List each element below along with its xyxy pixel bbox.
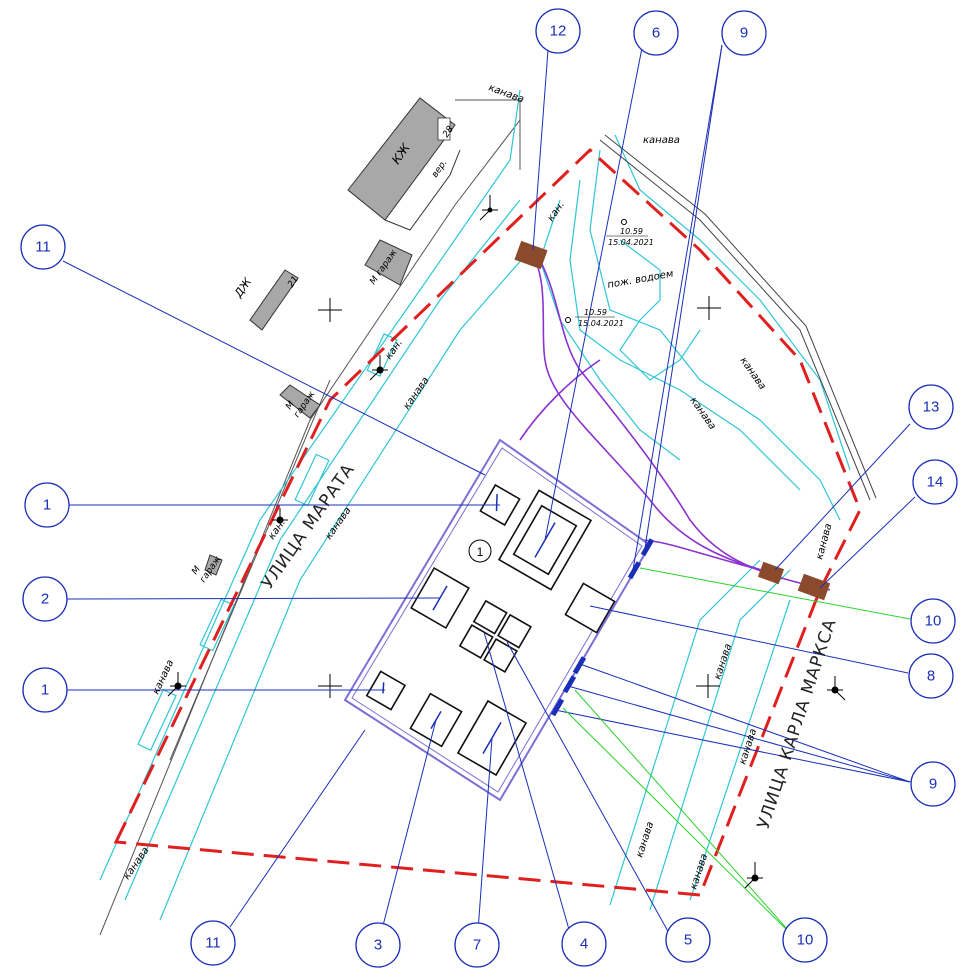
svg-text:13: 13 — [923, 399, 940, 416]
building-dzh — [249, 269, 299, 331]
callout-12: 12 — [535, 8, 581, 54]
road-left-lines — [99, 99, 521, 936]
callout-8: 8 — [908, 653, 954, 699]
ditch-label-1: канава — [487, 82, 525, 105]
callout-7: 7 — [454, 922, 500, 968]
benches — [550, 538, 655, 717]
ver-label: вер. — [430, 158, 449, 180]
pond-label: пож. водоем — [607, 268, 675, 291]
property-boundary — [113, 147, 862, 897]
callout-1-top: 1 — [24, 482, 70, 528]
ditch-label-10: канава — [712, 642, 734, 680]
callout-5: 5 — [665, 917, 711, 963]
road-right-lines — [599, 134, 877, 501]
svg-text:14: 14 — [927, 474, 944, 491]
kan-label-1: кан. — [545, 199, 567, 223]
svg-text:1: 1 — [43, 497, 51, 514]
gate-14 — [797, 573, 831, 601]
svg-text:2: 2 — [41, 591, 49, 608]
callout-11-top: 11 — [20, 224, 66, 270]
ditch-label-9: канава — [814, 522, 834, 560]
callout-3: 3 — [355, 922, 401, 968]
svg-text:11: 11 — [35, 239, 51, 256]
site-number: 1 — [477, 545, 484, 559]
callout-13: 13 — [908, 384, 954, 430]
svg-text:4: 4 — [580, 936, 588, 953]
svg-text:6: 6 — [652, 25, 660, 42]
garage-building-1 — [364, 239, 413, 286]
callout-2: 2 — [22, 576, 68, 622]
svg-text:5: 5 — [684, 932, 692, 949]
building-kzh — [347, 97, 461, 231]
ditch-label-6: канава — [121, 845, 151, 882]
ditch-label-7: канава — [738, 355, 768, 392]
survey-point-1-date: 15.04.2021 — [608, 238, 654, 247]
callout-14: 14 — [912, 459, 958, 505]
svg-text:1: 1 — [41, 682, 49, 699]
leader-lines-green — [562, 567, 911, 939]
callout-10-right: 10 — [910, 598, 956, 644]
survey-point-1-elev: 10.59 — [620, 227, 643, 236]
survey-point-2-elev: 10.59 — [584, 308, 607, 317]
callout-9-top: 9 — [721, 10, 767, 56]
garage-building-2 — [279, 384, 321, 419]
callout-10-bottom: 10 — [782, 917, 828, 963]
footpaths — [519, 249, 831, 591]
svg-text:8: 8 — [927, 668, 935, 685]
site-number-circle — [468, 539, 492, 563]
svg-text:10: 10 — [925, 613, 942, 630]
grid-crosses — [318, 296, 721, 698]
ditch-lines — [99, 89, 851, 921]
ditch-label-3: канава — [401, 375, 431, 412]
survey-point-2-date: 15.04.2021 — [578, 319, 624, 328]
ditch-label-2: канава — [643, 135, 680, 146]
callout-4: 4 — [561, 921, 607, 967]
equipment-8 — [564, 582, 616, 634]
svg-text:10: 10 — [797, 932, 814, 949]
callout-9-bottom: 9 — [910, 761, 956, 807]
equipment-1b — [365, 670, 407, 711]
dzh-label: ДЖ — [231, 275, 255, 301]
equipment-4-5 — [458, 599, 532, 673]
svg-text:11: 11 — [205, 935, 221, 952]
svg-text:9: 9 — [740, 25, 748, 42]
survey-point-1 — [621, 219, 627, 225]
callout-11-bottom: 11 — [190, 920, 236, 966]
leader-lines-blue — [62, 44, 916, 946]
callout-1-bottom: 1 — [22, 667, 68, 713]
gate-12 — [514, 240, 548, 270]
ditch-label-8: канава — [688, 395, 718, 432]
callout-6: 6 — [633, 10, 679, 56]
kan-label-3: кан. — [266, 517, 288, 541]
ditch-label-13: канава — [688, 852, 710, 890]
ditch-label-12: канава — [634, 820, 656, 858]
svg-text:7: 7 — [473, 937, 481, 954]
svg-text:9: 9 — [929, 776, 937, 793]
survey-symbols — [167, 195, 846, 889]
svg-text:12: 12 — [550, 23, 567, 40]
garage-building-3 — [204, 554, 223, 576]
svg-text:3: 3 — [374, 937, 382, 954]
playground: 1 — [343, 438, 655, 802]
survey-point-2 — [565, 317, 571, 323]
